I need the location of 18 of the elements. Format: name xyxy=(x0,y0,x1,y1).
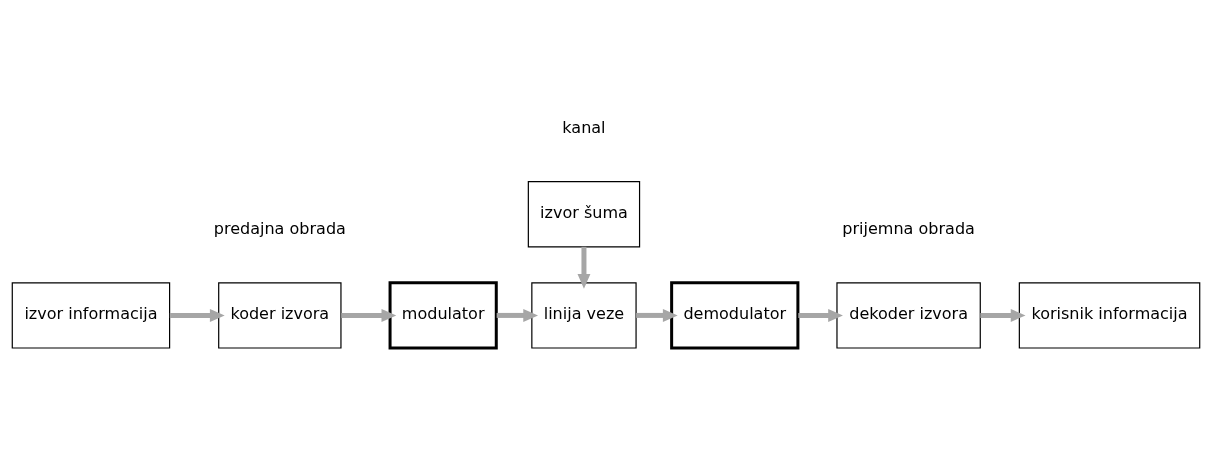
node-box: izvor informacija xyxy=(11,281,171,349)
arrow xyxy=(577,246,591,289)
node-box: koder izvora xyxy=(218,281,342,349)
label: prijemna obrada xyxy=(842,218,975,238)
arrow xyxy=(798,308,843,322)
arrow xyxy=(341,308,397,322)
node-box: korisnik informacija xyxy=(1018,281,1201,349)
arrow xyxy=(636,308,678,322)
arrow xyxy=(980,308,1026,322)
node-box: modulator xyxy=(388,280,498,349)
node-box: demodulator xyxy=(670,280,800,349)
node-box: linija veze xyxy=(531,281,637,349)
label: kanal xyxy=(562,117,606,137)
node-box: izvor šuma xyxy=(527,180,641,247)
label: predajna obrada xyxy=(213,218,346,238)
arrow xyxy=(496,308,539,322)
arrow xyxy=(169,308,225,322)
node-box: dekoder izvora xyxy=(836,281,981,349)
